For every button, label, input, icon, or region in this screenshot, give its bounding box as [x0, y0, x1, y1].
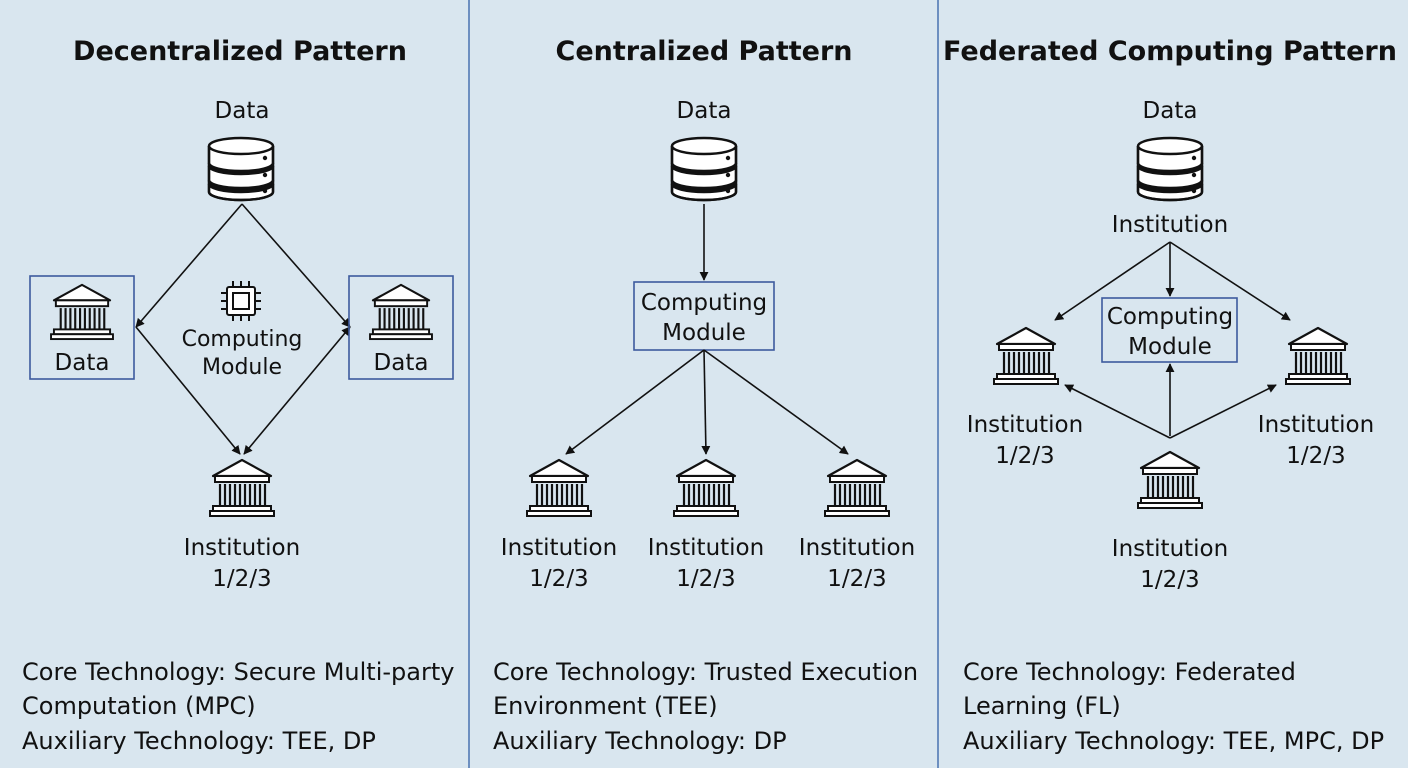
database-icon [1136, 136, 1204, 202]
arrow-top-to-right [1169, 241, 1291, 321]
computing-module-line2: Module [662, 320, 746, 346]
data-label: Data [677, 98, 732, 124]
right-institution-line1: Institution [1258, 412, 1374, 438]
footer-auxiliary: Auxiliary Technology: TEE, DP [22, 727, 376, 755]
footer-auxiliary: Auxiliary Technology: TEE, MPC, DP [963, 727, 1384, 755]
arrow-left-to-institution [135, 326, 241, 455]
left-institution-line2: 1/2/3 [995, 443, 1054, 469]
top-institution-label: Institution [1112, 212, 1228, 238]
chip-icon [220, 280, 262, 322]
arrow-right-institution-bidirectional [243, 326, 351, 455]
data-node-right-label: Data [374, 350, 429, 376]
panel-federated: Federated Computing Pattern Data Institu… [943, 36, 1397, 755]
footer-core-line2: Environment (TEE) [493, 692, 718, 720]
panel-title: Federated Computing Pattern [943, 36, 1397, 67]
data-label: Data [215, 98, 270, 124]
institution-label-line2: 1/2/3 [212, 566, 271, 592]
arrow-hub-to-left [1064, 384, 1171, 439]
arrow-data-to-right [241, 203, 351, 328]
arrow-hub-to-right [1169, 384, 1277, 439]
arrow-module-to-institution-2 [701, 349, 711, 455]
panel-title: Decentralized Pattern [73, 36, 407, 67]
right-institution-line2: 1/2/3 [1286, 443, 1345, 469]
footer-core-line1: Core Technology: Federated [963, 658, 1296, 686]
computing-module-line2: Module [1128, 334, 1212, 360]
database-icon [670, 136, 738, 202]
panel-title: Centralized Pattern [556, 36, 853, 67]
bottom-institution-line2: 1/2/3 [1140, 567, 1199, 593]
footer-core-line1: Core Technology: Trusted Execution [493, 658, 918, 686]
institution-2-line2: 1/2/3 [676, 566, 735, 592]
panel-centralized: Centralized Pattern Data Computing Modul… [493, 36, 918, 755]
data-node-right-box [348, 275, 454, 380]
computing-module-line2: Module [202, 355, 282, 380]
arrow-data-to-left [135, 203, 243, 328]
data-label: Data [1143, 98, 1198, 124]
computing-module-line1: Computing [182, 327, 303, 352]
institution-2-line1: Institution [648, 535, 764, 561]
panel-decentralized: Decentralized Pattern Data Data Data Com… [22, 36, 454, 755]
bottom-institution-line1: Institution [1112, 536, 1228, 562]
computing-module-line1: Computing [1107, 304, 1233, 330]
computing-module-line1: Computing [641, 290, 767, 316]
database-icon [207, 136, 275, 202]
institution-3-line1: Institution [799, 535, 915, 561]
arrow-module-to-institution-1 [565, 349, 705, 455]
footer-core-line2: Computation (MPC) [22, 692, 256, 720]
institution-1-line1: Institution [501, 535, 617, 561]
left-institution-line1: Institution [967, 412, 1083, 438]
footer-core-line1: Core Technology: Secure Multi-party [22, 658, 454, 686]
institution-1-line2: 1/2/3 [529, 566, 588, 592]
arrow-top-to-left [1054, 241, 1171, 321]
data-node-left-box [29, 275, 135, 380]
computing-module-box [1101, 297, 1238, 363]
arrow-module-to-institution-3 [703, 349, 849, 455]
footer-auxiliary: Auxiliary Technology: DP [493, 727, 787, 755]
institution-3-line2: 1/2/3 [827, 566, 886, 592]
footer-core-line2: Learning (FL) [963, 692, 1121, 720]
data-node-left-label: Data [55, 350, 110, 376]
institution-label-line1: Institution [184, 535, 300, 561]
